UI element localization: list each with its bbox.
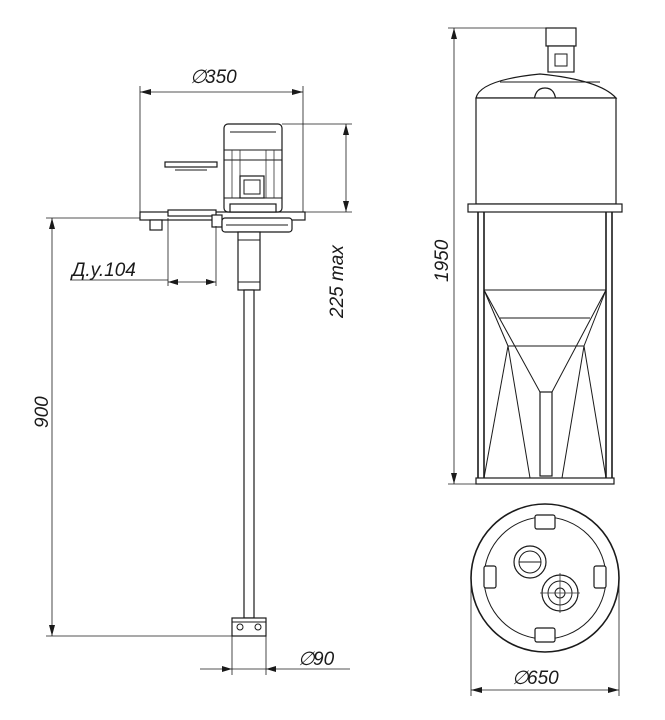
dim-mount-diameter-symbol: ∅: [190, 67, 208, 88]
tank-motor-top: [545, 27, 577, 47]
dim-impeller-diameter: 90: [313, 649, 335, 670]
tank-inner-circle: [483, 516, 607, 640]
dim-clearance: 225 max: [327, 244, 348, 319]
mount-plate-lip: [149, 219, 163, 231]
inlet-flange: [167, 209, 217, 217]
inlet-stub: [211, 214, 223, 228]
hatch-lid: [164, 161, 218, 168]
dim-nominal-bore: Д.у.104: [70, 260, 136, 281]
tank-rim: [467, 203, 623, 213]
motor-body: [223, 123, 283, 213]
frame-base: [475, 477, 615, 485]
terminal-box: [239, 175, 265, 199]
lug-bottom: [534, 627, 556, 643]
mixer-side-view: [139, 123, 306, 637]
tank-outlet: [539, 391, 553, 477]
tank-dome: [475, 73, 618, 99]
dim-mount-diameter: 350: [205, 67, 237, 88]
tank-body: [475, 97, 617, 205]
tank-top-view: [470, 503, 620, 653]
tank-diameter-dimension: ∅ 650: [470, 578, 620, 696]
dim-tank-diameter: 650: [527, 668, 559, 689]
lug-right: [593, 565, 607, 589]
dim-tank-height: 1950: [432, 239, 453, 282]
mixer-shaft: [243, 289, 255, 619]
tank-motor-body: [547, 45, 575, 73]
lug-left: [483, 565, 497, 589]
dim-tank-diameter-symbol: ∅: [512, 668, 530, 689]
tank-height-dimension: 1950: [432, 27, 546, 485]
dim-shaft-length: 900: [32, 396, 53, 428]
motor-flange: [229, 203, 277, 213]
mixer-dimensions: ∅ 350 Д.у.104 225 max 900 ∅ 90: [32, 67, 352, 675]
shaft-housing: [237, 231, 261, 291]
dim-impeller-diameter-symbol: ∅: [298, 649, 316, 670]
lug-top: [534, 514, 556, 530]
tank-side-view: [467, 27, 623, 485]
